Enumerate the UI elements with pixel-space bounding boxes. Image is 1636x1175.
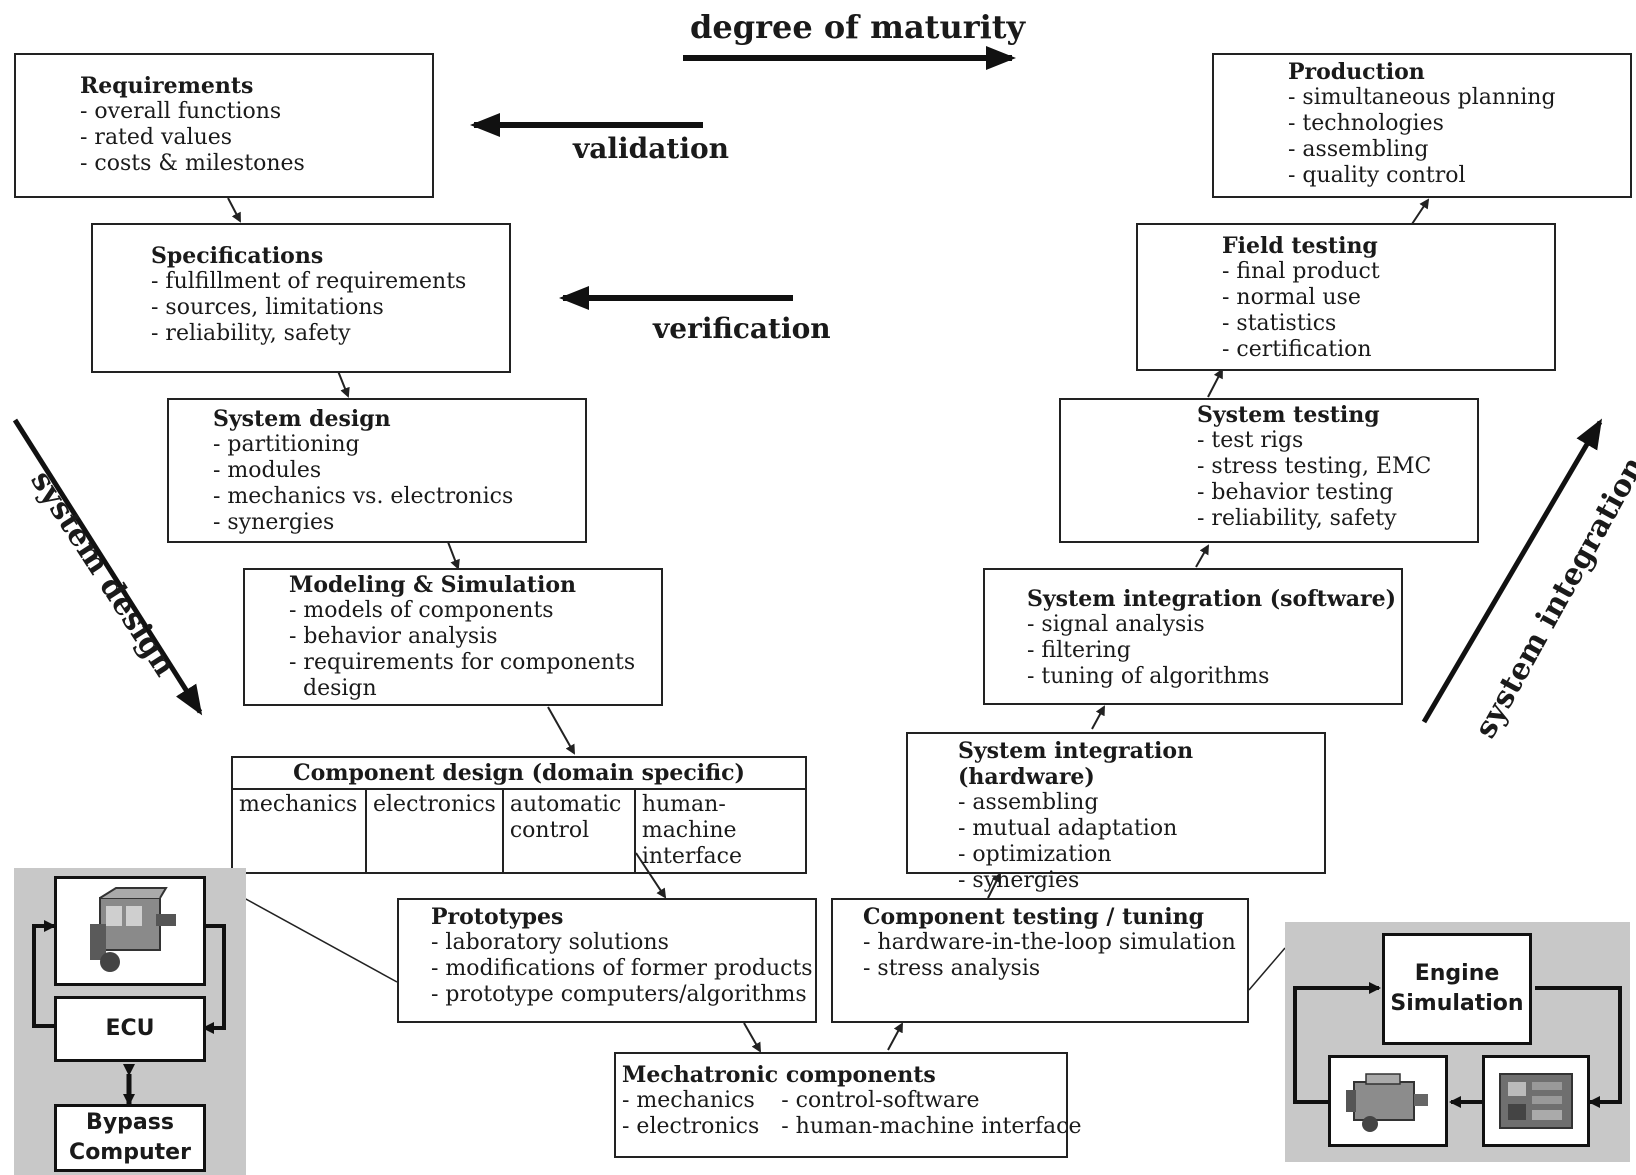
list-item: - final product [1222,259,1380,284]
list-item: - sources, limitations [151,295,384,320]
system-testing-box: System testing - test rigs - stress test… [1059,398,1479,543]
list-item: - filtering [1027,638,1131,663]
component-cell: human-machine interface [633,788,808,874]
flow-arrow [887,1022,903,1051]
list-item: - simultaneous planning [1288,85,1556,110]
system-design-title: System design [213,406,391,432]
list-item: - technologies [1288,111,1444,136]
system-design-label: system design [23,464,183,683]
list-item: - modules [213,458,322,483]
flow-arrow [1091,705,1105,730]
list-item: - human-machine interface [781,1114,1082,1139]
integration-hardware-box: System integration (hardware) - assembli… [906,732,1326,893]
requirements-box: Requirements - overall functions - rated… [14,53,434,198]
list-item: - modifications of former products [431,956,813,981]
flow-arrow [743,1022,761,1053]
list-item: - assembling [1288,137,1429,162]
list-item: - hardware-in-the-loop simulation [863,930,1236,955]
component-cell: mechanics [231,788,367,874]
flow-arrow [1207,368,1223,398]
circuit-board-icon [1499,1073,1573,1129]
list-item: - test rigs [1197,428,1304,453]
integration-hardware-title: System integration (hardware) [958,738,1194,790]
engine-photo-box [54,876,206,986]
validation-label: validation [573,132,730,165]
modeling-title: Modeling & Simulation [289,572,576,598]
list-item: - mechanics [622,1088,755,1113]
list-item: - quality control [1288,163,1466,188]
ecu-box: ECU [54,996,206,1062]
flow-arrow [547,706,575,755]
list-item: - normal use [1222,285,1361,310]
list-item: - reliability, safety [1197,506,1397,531]
list-item: - requirements for components [289,650,636,675]
list-item: - statistics [1222,311,1337,336]
list-item: - stress testing, EMC [1197,454,1432,479]
list-item: - electronics [622,1114,760,1139]
production-title: Production [1288,59,1425,85]
list-item: - stress analysis [863,956,1041,981]
specifications-box: Specifications - fulfillment of requirem… [91,223,511,373]
component-cell: automatic control [501,788,636,874]
engine-icon [90,887,176,972]
field-testing-box: Field testing - final product - normal u… [1136,223,1556,371]
field-testing-title: Field testing [1222,233,1378,259]
bypass-panel-lines [32,920,226,1106]
list-item: - reliability, safety [151,321,351,346]
list-item: design [303,676,377,701]
component-testing-title: Component testing / tuning [863,904,1205,930]
bypass-computer-box: Bypass Computer [54,1104,206,1172]
mechatronic-box: Mechatronic components - mechanics - ele… [614,1052,1081,1158]
list-item: - prototype computers/algorithms [431,982,807,1007]
list-item: - behavior analysis [289,624,498,649]
list-item: - mutual adaptation [958,816,1178,841]
prototypes-box: Prototypes - laboratory solutions - modi… [397,898,817,1023]
verification-label: verification [653,312,831,345]
prototypes-title: Prototypes [431,904,564,930]
component-design-table: Component design (domain specific) mecha… [231,756,808,874]
list-item: - behavior testing [1197,480,1394,505]
integration-software-box: System integration (software) - signal a… [983,568,1403,705]
system-integration-label: system integration [1468,450,1636,745]
list-item: - models of components [289,598,554,623]
mechatronic-title: Mechatronic components [622,1062,936,1088]
list-item: - certification [1222,337,1372,362]
callout-line [1248,947,1286,991]
system-testing-title: System testing [1197,402,1380,428]
engine-simulation-box: Engine Simulation [1382,933,1532,1045]
list-item: - partitioning [213,432,360,457]
list-item: - synergies [213,510,335,535]
ecu-board-photo [1482,1055,1590,1147]
list-item: - control-software [781,1088,980,1113]
list-item: - optimization [958,842,1112,867]
list-item: - assembling [958,790,1099,815]
engine-unit-photo [1328,1055,1448,1147]
requirements-title: Requirements [80,73,254,99]
modeling-box: Modeling & Simulation - models of compon… [243,568,663,706]
list-item: - signal analysis [1027,612,1205,637]
list-item: - laboratory solutions [431,930,669,955]
list-item: - rated values [80,125,233,150]
production-box: Production - simultaneous planning - tec… [1212,53,1632,198]
list-item: - mechanics vs. electronics [213,484,514,509]
list-item: - fulfillment of requirements [151,269,467,294]
component-design-title: Component design (domain specific) [231,756,807,790]
list-item: - overall functions [80,99,282,124]
callout-line [243,897,398,983]
list-item: - costs & milestones [80,151,305,176]
component-testing-box: Component testing / tuning - hardware-in… [831,898,1249,1023]
list-item: - tuning of algorithms [1027,664,1270,689]
specifications-title: Specifications [151,243,324,269]
component-cell: electronics [365,788,504,874]
flow-arrow [227,197,241,223]
list-item: - synergies [958,868,1080,893]
integration-software-title: System integration (software) [1027,586,1397,612]
flow-arrow [1195,544,1209,568]
engine-unit-icon [1346,1073,1428,1132]
system-design-box: System design - partitioning - modules -… [167,398,587,543]
maturity-label: degree of maturity [690,8,1026,46]
flow-arrow [447,541,460,570]
